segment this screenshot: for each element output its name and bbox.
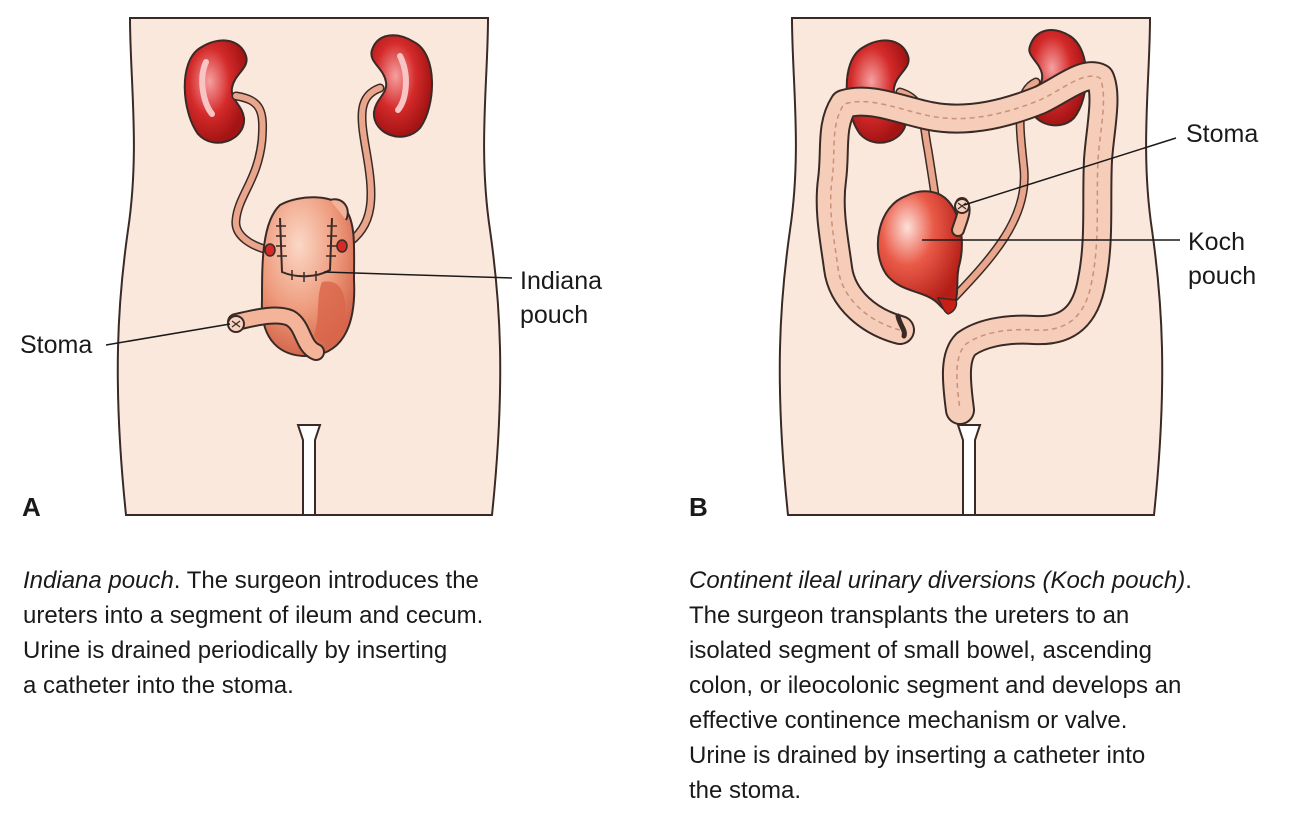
leader-stoma-b <box>963 137 1177 206</box>
caption-b-line7: the stoma. <box>689 777 802 804</box>
caption-b-line1-rest: . <box>1185 567 1192 594</box>
panel-b: Stoma Koch pouch B <box>689 17 1258 522</box>
caption-b-line4: colon, or ileocolonic segment and develo… <box>689 672 1182 699</box>
caption-b-title: Continent ileal urinary diversions (Koch… <box>689 567 1186 594</box>
label-koch-pouch-line1: Koch <box>1188 228 1245 256</box>
caption-a-line3: Urine is drained periodically by inserti… <box>23 637 448 664</box>
left-kidney-highlight-a <box>199 59 215 117</box>
panel-a: Indiana pouch Stoma A <box>20 17 602 522</box>
stoma-a-mark <box>231 320 241 328</box>
caption-a-line1: Indiana pouch. The surgeon introduces th… <box>23 563 583 598</box>
pouch-suture-line <box>279 217 333 278</box>
caption-b-line5: effective continence mechanism or valve. <box>689 707 1128 734</box>
caption-panel-b: Continent ileal urinary diversions (Koch… <box>689 563 1289 808</box>
left-kidney-a <box>183 39 248 144</box>
caption-b-line2: The surgeon transplants the ureters to a… <box>689 602 1130 629</box>
koch-valve <box>936 297 958 315</box>
label-koch-pouch-line2: pouch <box>1188 262 1256 290</box>
right-kidney-highlight-a <box>395 53 409 113</box>
pouch-dark-region <box>314 281 346 343</box>
right-ureter-fill-a <box>341 85 383 249</box>
caption-a-title: Indiana pouch <box>23 567 174 594</box>
ileum-segment-fill-a <box>229 308 323 359</box>
caption-b-line1: Continent ileal urinary diversions (Koch… <box>689 563 1289 598</box>
label-indiana-pouch-line1: Indiana <box>520 267 602 295</box>
left-ureter-fill-a <box>232 93 271 253</box>
left-ureter-end-a <box>264 243 276 257</box>
pouch-top-fold <box>329 198 349 221</box>
stoma-b-mark <box>957 202 967 210</box>
label-stoma-b: Stoma <box>1186 120 1258 148</box>
right-kidney-a <box>370 34 434 138</box>
caption-panel-a: Indiana pouch. The surgeon introduces th… <box>23 563 583 703</box>
label-indiana-pouch-line2: pouch <box>520 301 588 329</box>
colon-centerline <box>829 75 1105 411</box>
leg-gap-a <box>296 424 322 516</box>
right-ureter-end-a <box>336 239 348 253</box>
caption-b-line3: isolated segment of small bowel, ascendi… <box>689 637 1152 664</box>
label-stoma-a: Stoma <box>20 331 92 359</box>
suture-stitches <box>276 225 337 282</box>
leg-gap-b <box>956 424 982 516</box>
panel-letter-b: B <box>689 492 708 522</box>
caption-a-line1-rest: . The surgeon introduces the <box>173 567 479 594</box>
appendix <box>895 313 907 339</box>
caption-a-line2: ureters into a segment of ileum and cecu… <box>23 602 484 629</box>
caption-a-line4: a catheter into the stoma. <box>23 672 294 699</box>
caption-b-line6: Urine is drained by inserting a catheter… <box>689 742 1146 769</box>
leader-stoma-a <box>105 323 231 346</box>
panel-letter-a: A <box>22 492 41 522</box>
leader-indiana-pouch <box>323 271 513 279</box>
